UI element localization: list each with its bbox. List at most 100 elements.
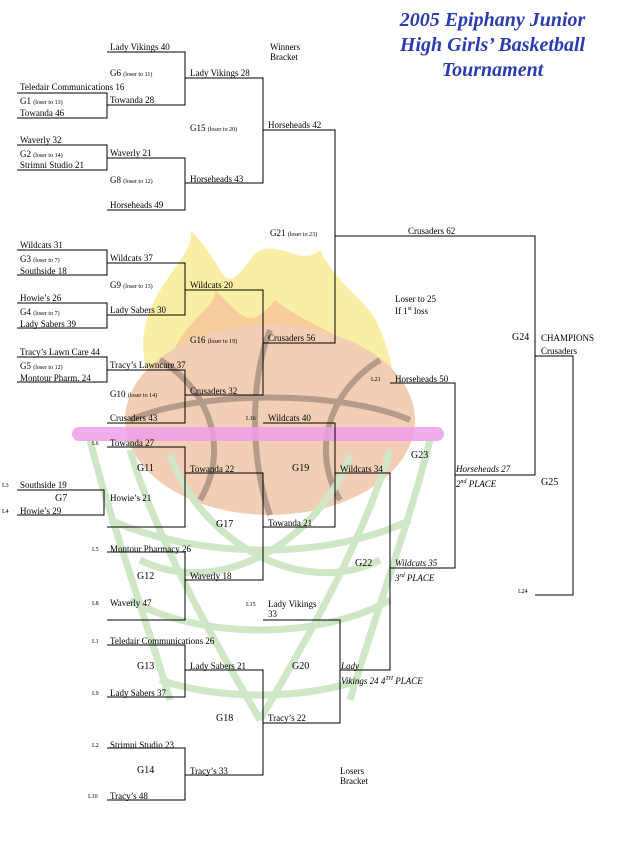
- loser-label: L10: [88, 794, 98, 800]
- team-entry: Tracy’s 22: [268, 713, 306, 723]
- team-entry: Horseheads 49: [110, 200, 164, 210]
- team-entry: Crusaders 32: [190, 386, 238, 396]
- team-entry: Wildcats 37: [110, 253, 153, 263]
- team-entry: Towanda 46: [20, 108, 65, 118]
- team-entry: Lady Vikings 28: [190, 68, 250, 78]
- team-entry: Towanda 28: [110, 95, 155, 105]
- loser-label: L1: [92, 639, 99, 645]
- game-label: G17: [216, 519, 234, 530]
- third-place-team: Wildcats 35: [395, 558, 438, 568]
- loser-label: L9: [92, 691, 99, 697]
- team-score: 33: [268, 609, 277, 619]
- game-label: G7: [55, 493, 68, 504]
- team-entry: Wildcats 31: [20, 240, 63, 250]
- game-label: G16 (loser to 19): [190, 335, 238, 345]
- winners-bracket-label: Winners Bracket: [270, 42, 300, 62]
- champion-team: Crusaders: [541, 346, 577, 356]
- losers-label-line-1: Losers: [340, 766, 364, 776]
- winners-final-team: Crusaders 62: [408, 226, 456, 236]
- loser-label: L5: [92, 547, 99, 553]
- game-label: G12: [137, 571, 155, 582]
- team-entry: Lady Sabers 21: [190, 661, 246, 671]
- game-label-l24: L24: [518, 589, 528, 595]
- title-line-3: Tournament: [441, 59, 544, 81]
- team-entry: Montour Pharm. 24: [20, 373, 91, 383]
- team-entry: Howie’s 26: [20, 293, 62, 303]
- team-entry: Tracy’s 48: [110, 791, 148, 801]
- game-label: G14: [137, 765, 155, 776]
- team-name: Lady Vikings: [268, 599, 317, 609]
- game-label: G19: [292, 463, 310, 474]
- loser-note: Loser to 25 If 1st loss: [395, 294, 436, 316]
- winners-label-line-2: Bracket: [270, 52, 298, 62]
- game-label: G9 (loser to 13): [110, 280, 153, 290]
- title-line-2: High Girls’ Basketball: [399, 34, 586, 56]
- second-place-label: 2nd PLACE: [456, 479, 497, 489]
- team-entry: Waverly 21: [110, 148, 152, 158]
- team-entry: Horseheads 42: [268, 120, 322, 130]
- game-label: G20: [292, 661, 310, 672]
- team-entry: Wildcats 20: [190, 280, 233, 290]
- team-entry: Lady Vikings 33: [268, 599, 317, 619]
- team-entry: Lady Sabers 37: [110, 688, 166, 698]
- team-entry: Howie’s 29: [20, 506, 62, 516]
- second-place-team: Horseheads 27: [456, 464, 511, 474]
- winners-label-line-1: Winners: [270, 42, 301, 52]
- loser-label: L3: [2, 483, 9, 489]
- team-entry: Tracy’s 33: [190, 766, 228, 776]
- game-label: G3 (loser to 7): [20, 254, 60, 264]
- team-entry: Waverly 47: [110, 598, 152, 608]
- game-label: G5 (loser to 12): [20, 361, 63, 371]
- game-label: G21 (loser to 23): [270, 228, 318, 238]
- losers-bracket-label: Losers Bracket: [340, 766, 368, 786]
- team-entry: Wildcats 40: [268, 413, 311, 423]
- team-entry: Strimni Studio 23: [110, 740, 175, 750]
- game-label: G8 (loser to 12): [110, 175, 153, 185]
- team-entry: Howie’s 21: [110, 493, 152, 503]
- team-entry: Wildcats 34: [340, 464, 383, 474]
- loser-label: L21: [371, 377, 381, 383]
- loser-label: L6: [92, 441, 99, 447]
- game-label: G1 (loser to 13): [20, 96, 63, 106]
- team-entry: Waverly 18: [190, 571, 232, 581]
- team-entry: Horseheads 43: [190, 174, 244, 184]
- game-label-g25: G25: [541, 477, 559, 488]
- loser-note-line-2: If 1st loss: [395, 306, 429, 316]
- loser-label: L15: [246, 602, 256, 608]
- third-place-label: 3rd PLACE: [395, 573, 435, 583]
- game-label: G18: [216, 713, 234, 724]
- team-entry: Tracy’s Lawn Care 44: [20, 347, 100, 357]
- team-entry: Waverly 32: [20, 135, 62, 145]
- team-entry: Towanda 27: [110, 438, 155, 448]
- champions-label: CHAMPIONS: [541, 333, 595, 343]
- loser-note-line-1: Loser to 25: [395, 294, 436, 304]
- loser-label: L4: [2, 509, 9, 515]
- loser-label: L2: [92, 743, 99, 749]
- team-entry: Teledair Communications 16: [20, 82, 125, 92]
- team-entry: Southside 19: [20, 480, 67, 490]
- losers-label-line-2: Bracket: [340, 776, 368, 786]
- loser-label: L8: [92, 601, 99, 607]
- game-label: G15 (loser to 20): [190, 123, 238, 133]
- team-entry: Crusaders 56: [268, 333, 316, 343]
- team-entry: Montour Pharmacy 26: [110, 544, 191, 554]
- game-label: G2 (loser to 14): [20, 149, 63, 159]
- team-entry: Towanda 21: [268, 518, 313, 528]
- team-entry: Horseheads 50: [395, 374, 449, 384]
- title-line-1: 2005 Epiphany Junior: [399, 9, 586, 31]
- team-entry: Southside 18: [20, 266, 67, 276]
- game-label-g24: G24: [512, 332, 530, 343]
- team-entry: Crusaders 43: [110, 413, 158, 423]
- team-entry: Lady Sabers 39: [20, 319, 76, 329]
- game-label: G10 (loser to 14): [110, 389, 158, 399]
- game-label: G23: [411, 450, 429, 461]
- tournament-title: 2005 Epiphany Junior High Girls’ Basketb…: [370, 8, 615, 83]
- team-entry: Tracy’s Lawncare 37: [110, 360, 186, 370]
- team-entry: Lady Sabers 30: [110, 305, 166, 315]
- team-entry: Strimni Studio 21: [20, 160, 85, 170]
- game-label: G11: [137, 463, 154, 474]
- game-label: G22: [355, 558, 373, 569]
